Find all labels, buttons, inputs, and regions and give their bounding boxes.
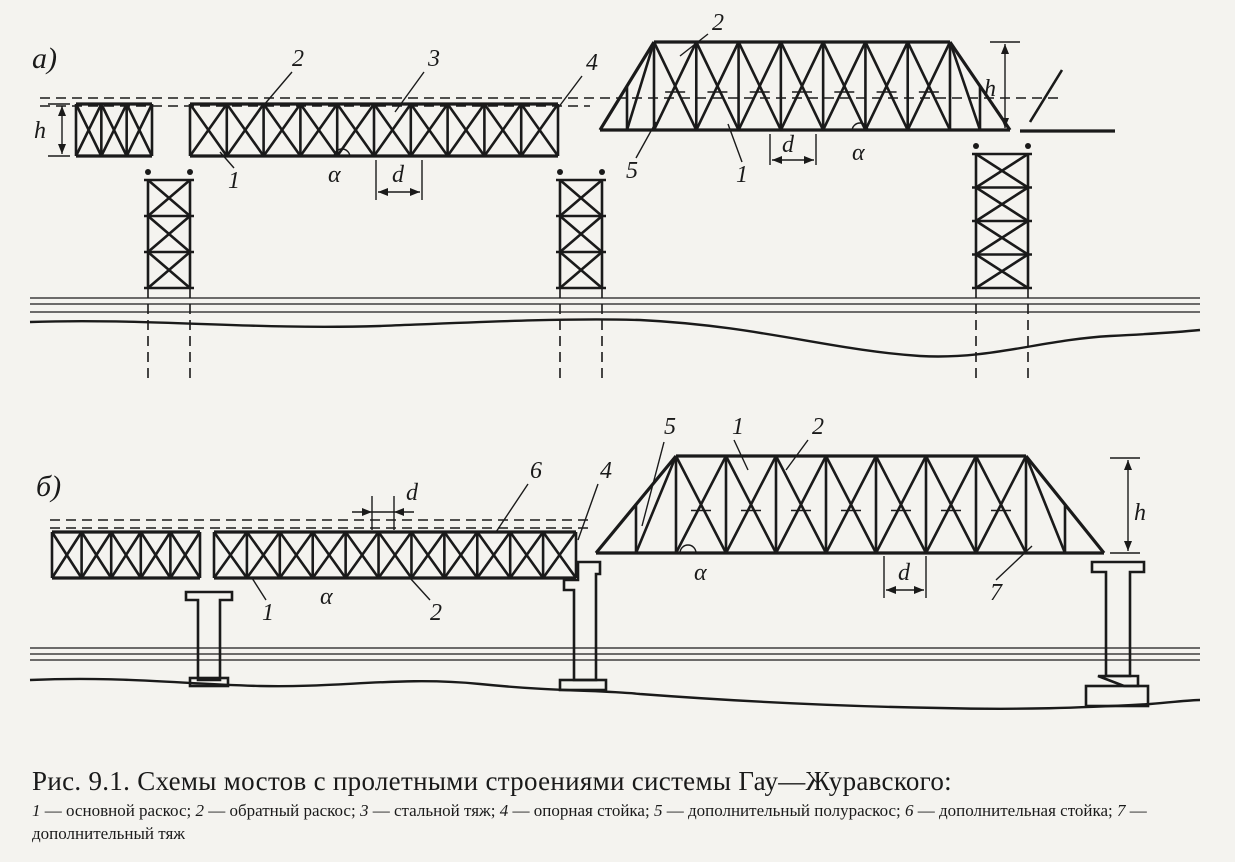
legend-number: 7 (1117, 801, 1126, 820)
dimension-d-right: d (883, 556, 927, 598)
trestle-pier (972, 143, 1032, 384)
riverbed-ground (29, 318, 1201, 358)
legend-text: — стальной тяж; (368, 801, 500, 820)
water-level (30, 647, 1200, 661)
legend-number: 5 (653, 801, 663, 820)
callout-2: 2 (430, 600, 442, 626)
truss-span-trapezoidal (594, 454, 1106, 555)
callout-3: 3 (427, 46, 440, 72)
angle-arc (679, 544, 697, 554)
panel-b: б) (29, 414, 1201, 710)
riverbed-ground (29, 677, 1201, 710)
panel-a: а) (29, 10, 1201, 384)
panel-a-label: а) (32, 42, 57, 75)
truss-span-middle (212, 530, 578, 580)
water-level (30, 297, 1200, 313)
legend-number: 6 (905, 801, 914, 820)
callout-4: 4 (600, 458, 612, 484)
callout-2: 2 (812, 414, 824, 440)
legend-text: — дополнительный полураскос; (662, 801, 906, 820)
abutment-edge (1028, 69, 1064, 123)
dimension-h: h (1110, 457, 1146, 554)
dimension-d-left: d (352, 480, 419, 530)
callout-1: 1 (732, 414, 744, 440)
legend-text: — основной раскос; (40, 801, 196, 820)
dimension-d-label: d (782, 132, 795, 158)
callout-5: 5 (626, 158, 638, 184)
callout-2: 2 (712, 10, 724, 36)
callout-1: 1 (262, 600, 274, 626)
truss-span-trapezoidal (598, 40, 1012, 132)
trestle-pier (556, 169, 606, 384)
callout-1: 1 (736, 162, 748, 188)
caption-legend: 1 — основной раскос; 2 — обратный раскос… (32, 799, 1212, 845)
dimension-d-label: d (392, 162, 405, 188)
legend-number: 1 (32, 801, 41, 820)
callout-1: 1 (228, 168, 240, 194)
dimension-d-middle: d (375, 160, 423, 200)
truss-span-left (74, 102, 154, 158)
dimension-d-right: d (769, 132, 817, 165)
angle-arc (851, 122, 869, 132)
caption-title: Рис. 9.1. Схемы мостов с пролетными стро… (32, 766, 952, 796)
alpha-label: α (328, 162, 341, 188)
angle-arc (333, 148, 351, 158)
bridge-schemes-diagram: а) (29, 10, 1201, 710)
dimension-d-label: d (406, 480, 419, 506)
dimension-h-label: h (34, 118, 46, 144)
callout-4: 4 (586, 50, 598, 76)
legend-number: 4 (499, 801, 509, 820)
dimension-h-label: h (1134, 500, 1146, 526)
truss-span-left (50, 530, 202, 580)
figure-caption: Рис. 9.1. Схемы мостов с пролетными стро… (32, 766, 1212, 845)
legend-text: — обратный раскос; (203, 801, 360, 820)
callout-6: 6 (530, 458, 542, 484)
legend-number: 3 (359, 801, 369, 820)
solid-pier (184, 590, 234, 688)
legend-text: — дополнительная стойка; (913, 801, 1118, 820)
dimension-d-label: d (898, 560, 911, 586)
alpha-label: α (694, 560, 707, 586)
panel-b-label: б) (36, 470, 61, 503)
callout-5: 5 (664, 414, 676, 440)
solid-pier (1084, 560, 1150, 708)
trestle-pier (144, 169, 194, 384)
abutment-pier (558, 560, 608, 692)
callout-2: 2 (292, 46, 304, 72)
alpha-label: α (320, 584, 333, 610)
legend-text: — опорная стойка; (508, 801, 654, 820)
legend-number: 2 (195, 801, 204, 820)
dimension-h-label: h (984, 76, 996, 102)
alpha-label: α (852, 140, 865, 166)
legend-text: — дополнительный тяж (32, 801, 1147, 843)
dimension-h-left: h (34, 103, 70, 157)
dimension-h-right: h (984, 41, 1020, 128)
truss-span-middle (188, 102, 560, 158)
callout-7: 7 (990, 580, 1003, 606)
